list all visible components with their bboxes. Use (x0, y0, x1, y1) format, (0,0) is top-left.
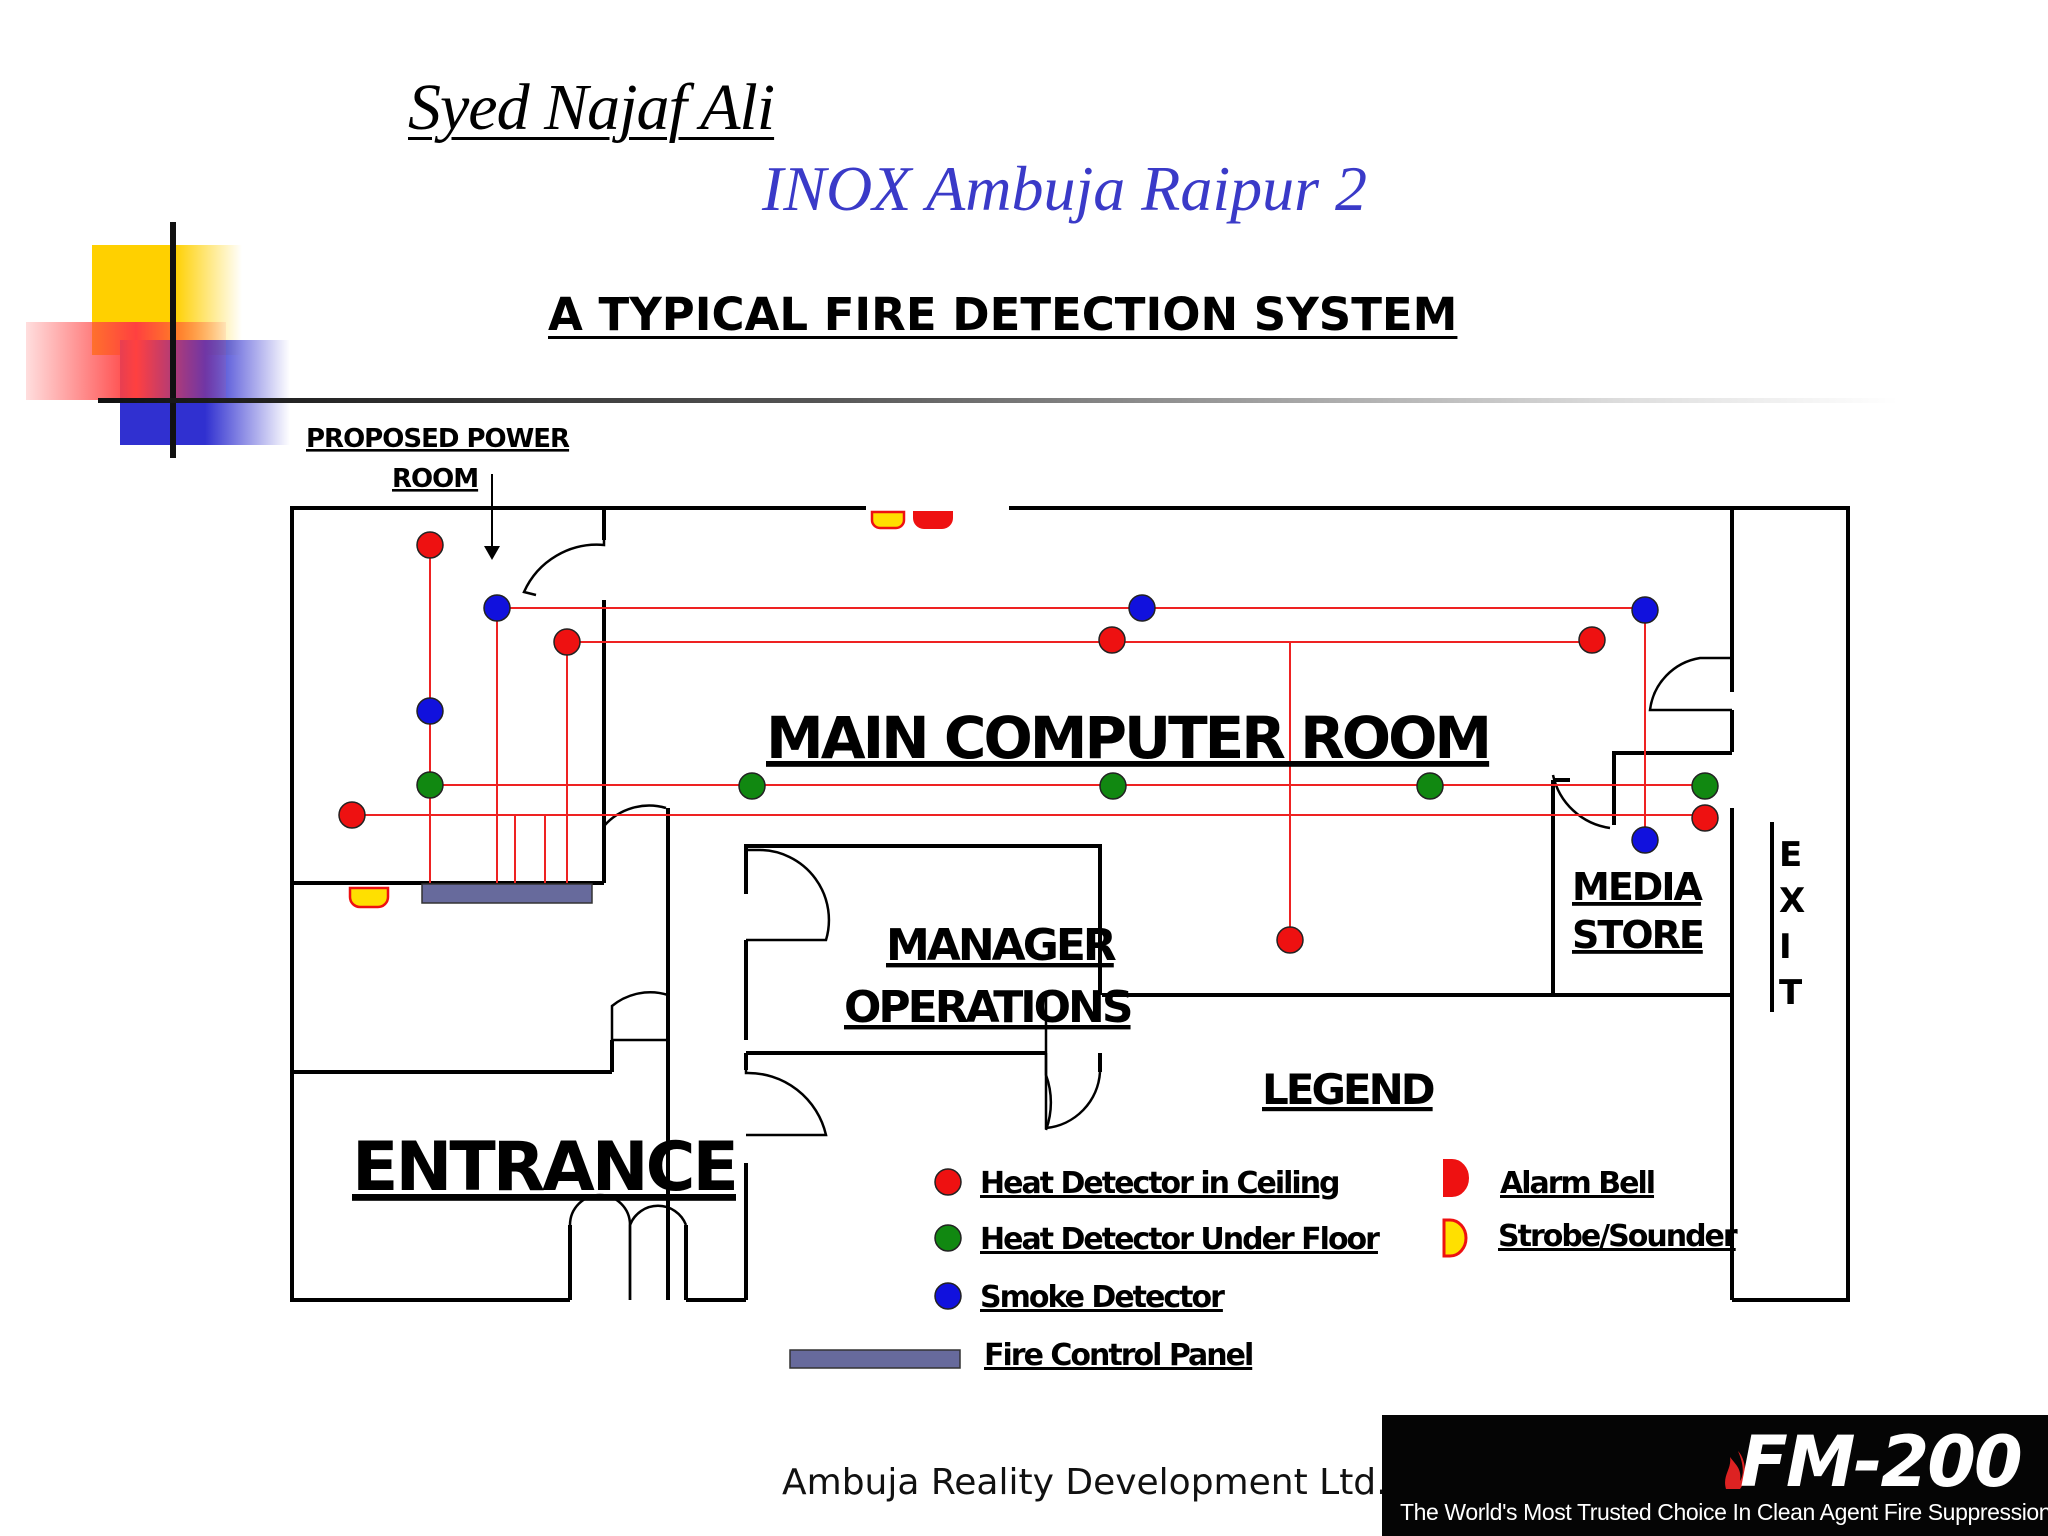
smoke-detector (1631, 826, 1659, 854)
legend-heat-floor-marker (934, 1224, 962, 1252)
manager-label-line1: MANAGER (886, 920, 1116, 971)
exit-letter: I (1779, 927, 1792, 967)
media-store-label-line2: STORE (1572, 913, 1703, 957)
page-title: A TYPICAL FIRE DETECTION SYSTEM (548, 288, 1458, 341)
legend-heat-floor-label: Heat Detector Under Floor (980, 1222, 1380, 1257)
smoke-detector (483, 594, 511, 622)
manager-label-line2: OPERATIONS (844, 982, 1131, 1033)
detector-markers (338, 531, 1719, 954)
heat-detector-ceiling (1578, 626, 1606, 654)
legend-bell-icon (1443, 1159, 1469, 1197)
fire-control-panel (421, 883, 593, 904)
logo-name: FM-200 (1740, 1421, 2023, 1503)
heat-detector-ceiling (553, 628, 581, 656)
legend-panel-label: Fire Control Panel (984, 1338, 1252, 1373)
heat-detector-ceiling (1098, 626, 1126, 654)
heat-detector-floor (1416, 772, 1444, 800)
exit-letter: E (1779, 835, 1802, 875)
fm200-logo: FM-200 The World's Most Trusted Choice I… (1382, 1415, 2048, 1536)
heat-detector-floor (738, 772, 766, 800)
logo-tagline: The World's Most Trusted Choice In Clean… (1400, 1499, 2048, 1525)
heat-detector-ceiling (338, 801, 366, 829)
power-room-label-line2: ROOM (392, 464, 478, 494)
decor-vertical-line (170, 222, 176, 458)
heat-detector-ceiling (416, 531, 444, 559)
flame-icon (1725, 1451, 1746, 1489)
smoke-detector (416, 697, 444, 725)
entrance-label: ENTRANCE (352, 1128, 736, 1207)
exit-letter: T (1779, 973, 1803, 1013)
legend-strobe-label: Strobe/Sounder (1498, 1219, 1738, 1254)
exit-label: E X I T (1779, 835, 1805, 1013)
legend-title: LEGEND (1262, 1065, 1434, 1114)
strobe-sounder-icon (870, 510, 906, 530)
legend-smoke-marker (934, 1282, 962, 1310)
door-swings (522, 540, 1732, 1300)
smoke-detector (1128, 594, 1156, 622)
heat-detector-floor (416, 771, 444, 799)
legend-heat-ceiling-label: Heat Detector in Ceiling (980, 1166, 1339, 1201)
heat-detector-ceiling (1691, 804, 1719, 832)
heat-detector-ceiling (1276, 926, 1304, 954)
exit-letter: X (1779, 881, 1805, 921)
venue-name: INOX Ambuja Raipur 2 (762, 153, 1368, 224)
heat-detector-floor (1691, 772, 1719, 800)
legend-panel-marker (789, 1349, 961, 1369)
legend-strobe-icon (1442, 1218, 1468, 1258)
alarm-bell-icon (913, 511, 953, 529)
heat-detector-floor (1099, 772, 1127, 800)
media-store-label-line1: MEDIA (1572, 865, 1703, 909)
decor-red-block (26, 322, 226, 400)
strobe-sounder-icon (348, 886, 390, 909)
arrow-head-icon (484, 546, 500, 560)
legend-smoke-label: Smoke Detector (980, 1280, 1225, 1315)
decor-horizontal-line (98, 398, 1898, 403)
author-name: Syed Najaf Ali (408, 71, 775, 144)
footer-company: Ambuja Reality Development Ltd. (782, 1462, 1388, 1503)
smoke-detector (1631, 596, 1659, 624)
legend-heat-ceiling-marker (934, 1168, 962, 1196)
main-room-label: MAIN COMPUTER ROOM (766, 704, 1489, 772)
power-room-label-line1: PROPOSED POWER (306, 424, 570, 454)
legend-bell-label: Alarm Bell (1500, 1166, 1654, 1201)
